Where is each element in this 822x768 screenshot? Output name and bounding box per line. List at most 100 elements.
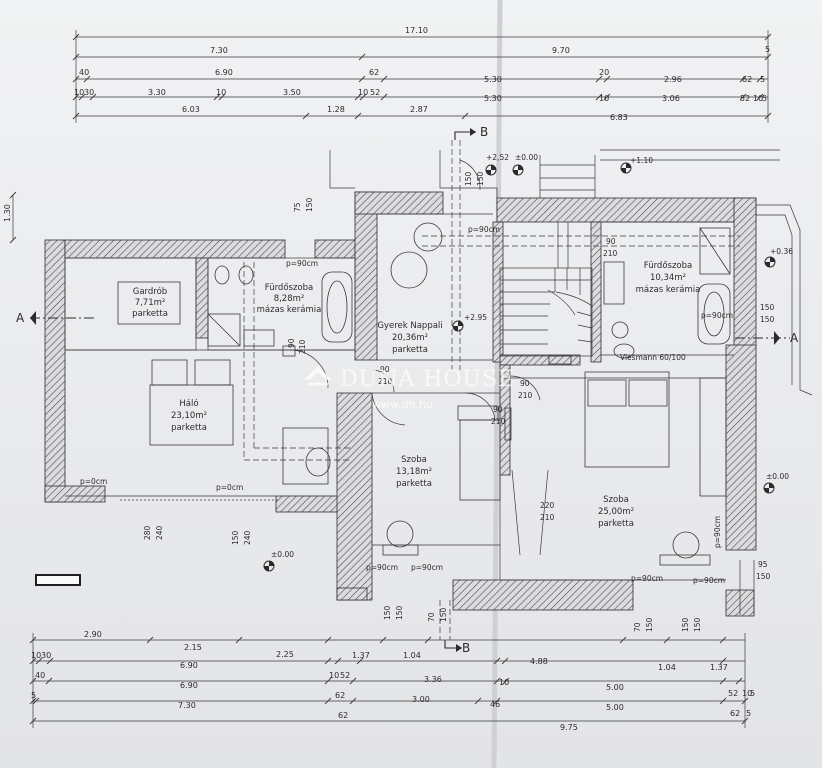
top-dimension-labels: 17.10 7.30 9.70 40 6.90 62 5.30 20 2.96 … [74, 26, 770, 122]
room-floor: mázas kerámia [257, 305, 322, 315]
size-label: 150 [305, 197, 314, 212]
dim-top: 10 [216, 88, 226, 97]
level-label: +1.10 [630, 156, 653, 165]
size-label: 150 [760, 315, 775, 324]
washbasin-icon [603, 261, 625, 305]
dim-top: 20 [599, 68, 609, 77]
opening-label: p=90cm [701, 311, 733, 320]
dim-top: 10 [753, 94, 763, 103]
dim-bottom: 1.37 [352, 651, 370, 660]
dim-bottom: 6.90 [180, 661, 198, 670]
left-vertical-dimension: 1.30 [3, 191, 17, 244]
level-marker-icon [763, 482, 775, 494]
room-name: Háló [179, 398, 198, 409]
dim-bottom: 7.30 [178, 701, 196, 710]
dim-top: 2.96 [664, 75, 682, 84]
dim-bottom: 6.90 [180, 681, 198, 690]
chair-icon [305, 447, 331, 477]
room-area: 8,28m² [274, 294, 305, 304]
dim-bottom: 1.37 [710, 663, 728, 672]
dim-top-tick: 5 [765, 45, 770, 54]
opening-sizes: 75 150 150 150 90 210 90 210 90 210 90 2… [143, 171, 775, 632]
size-label: 90 [493, 405, 503, 414]
size-label: 150 [681, 617, 690, 632]
dim-bottom: 2.90 [84, 630, 102, 639]
room-name: Gyerek Nappali [377, 321, 442, 331]
dim-top: 62 [742, 75, 752, 84]
bottom-dimension-lines [29, 633, 749, 728]
room-area: 7,71m² [135, 298, 166, 308]
dim-bottom: 1.04 [403, 651, 421, 660]
dim-bottom: 1.04 [658, 663, 676, 672]
top-dimension-lines [72, 30, 772, 123]
dim-top: 52 [740, 94, 750, 103]
bidet-icon [238, 265, 254, 285]
dim-bottom: 5.00 [606, 703, 624, 712]
dim-bottom: 2.25 [276, 650, 294, 659]
section-label-a: A [790, 331, 799, 345]
bathtub-icon [697, 283, 731, 345]
dim-top: 62 [369, 68, 379, 77]
size-label: 150 [645, 617, 654, 632]
level-marker-icon [452, 320, 464, 332]
dim-top: 7.30 [210, 46, 228, 55]
dim-bottom: 40 [35, 671, 45, 680]
dim-top: 1.28 [327, 105, 345, 114]
size-label: 240 [243, 530, 252, 545]
room-name: Szoba [401, 455, 427, 465]
opening-label: p=90cm [631, 574, 663, 583]
dim-bottom: 5.00 [606, 683, 624, 692]
size-label: 150 [476, 171, 485, 186]
level-label: ±0.00 [271, 550, 294, 559]
size-label: 150 [464, 171, 473, 186]
size-label: 210 [603, 249, 618, 258]
chair-icon [672, 531, 700, 559]
shower-tray-icon [207, 313, 241, 347]
level-label: +2,52 [486, 153, 509, 162]
watermark: DUNA HOUSE www.dh.hu [304, 366, 514, 411]
dim-top: 2.87 [410, 105, 428, 114]
opening-label: p=90cm [468, 225, 500, 234]
room-area: 23,10m² [171, 411, 207, 421]
dim-top: 3.50 [283, 88, 301, 97]
dim-top: 6.90 [215, 68, 233, 77]
dim-bottom: 4.88 [530, 657, 548, 666]
size-label: 150 [760, 303, 775, 312]
section-label-a: A [16, 311, 25, 325]
size-label: 150 [439, 607, 448, 622]
dim-top: 6.83 [610, 113, 628, 122]
level-marker-icon [512, 164, 524, 176]
dim-bottom: 10 [31, 651, 41, 660]
wardrobe-shelf [117, 281, 181, 325]
level-label: ±0.00 [515, 153, 538, 162]
opening-label: p=0cm [80, 477, 107, 486]
washbasin-icon [243, 329, 275, 347]
room-area: 25,00m² [598, 507, 634, 517]
dim-bottom: 3.00 [412, 695, 430, 704]
chair-icon [386, 520, 414, 548]
level-markers [263, 162, 776, 572]
size-label: 70 [633, 622, 642, 632]
size-label: 220 [540, 501, 555, 510]
dim-bottom: 2.15 [184, 643, 202, 652]
level-marker-icon [485, 164, 497, 176]
room-name: Szoba [603, 495, 629, 505]
opening-label: p=90cm [411, 563, 443, 572]
size-label: 280 [143, 525, 152, 540]
dim-top: 9.70 [552, 46, 570, 55]
room-area: 20,36m² [392, 333, 428, 343]
opening-label: p=0cm [216, 483, 243, 492]
dim-bottom: 5 [750, 689, 755, 698]
dim-bottom: 62 [335, 691, 345, 700]
dim-bottom: 3.36 [424, 675, 442, 684]
bottom-dimension-labels: 2.90 2.15 2.25 1.37 1.04 4.88 1.04 1.37 … [31, 630, 755, 732]
opening-label: p=90cm [713, 516, 722, 548]
level-label: +0.36 [770, 247, 793, 256]
house-logo-icon [304, 366, 332, 386]
section-label-b: B [480, 125, 488, 139]
size-label: 210 [540, 513, 555, 522]
interior-lines [64, 149, 813, 615]
room-name: Gardrób [133, 286, 167, 297]
bathtub-icon [321, 271, 353, 343]
